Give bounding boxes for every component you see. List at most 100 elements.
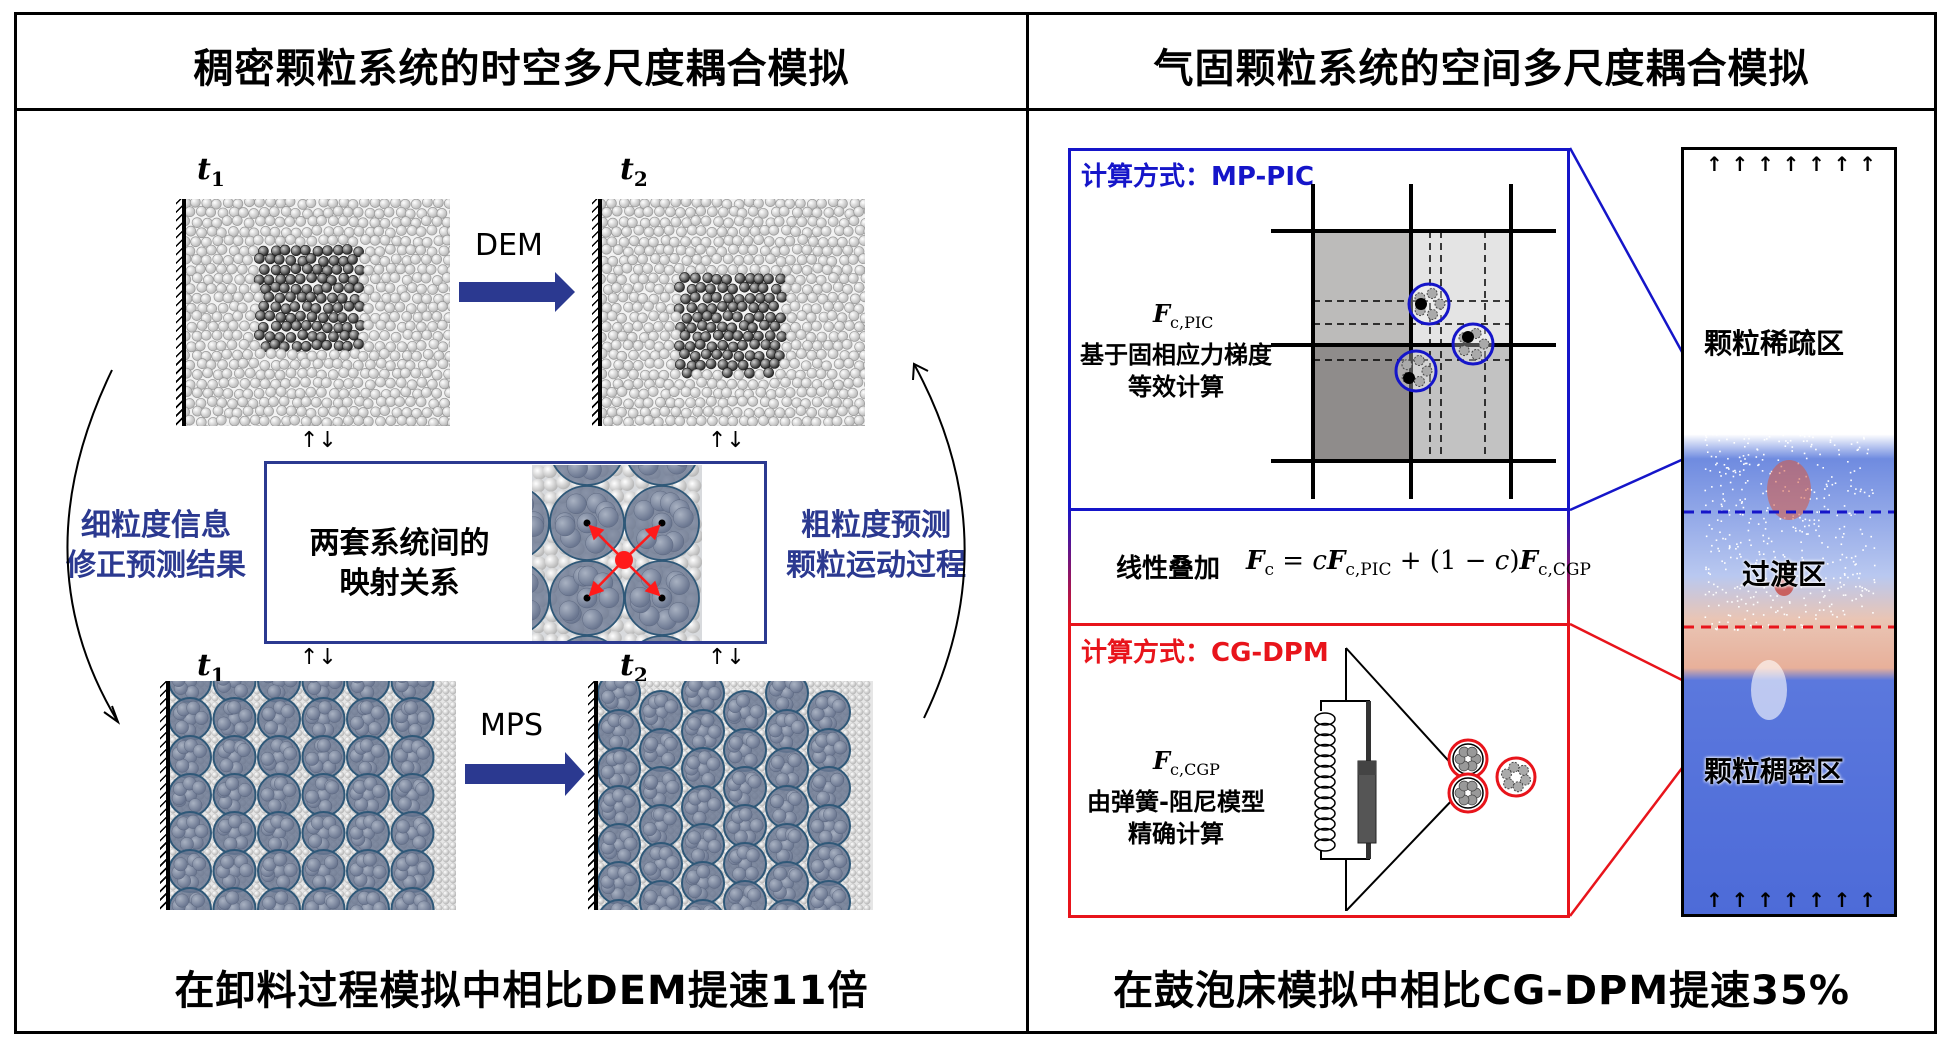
particle [249,340,261,351]
particle [385,320,396,332]
particle [186,330,191,342]
particle [425,264,437,275]
particle [668,236,680,248]
tracked-particle [290,283,302,295]
particle [422,348,434,360]
particle [226,283,237,295]
tracked-particle [285,332,297,343]
particle [321,417,333,426]
particle [252,234,264,246]
particle [623,416,634,426]
particle [755,386,767,398]
particle [363,341,375,352]
time-label-t1-top: t1 [197,152,225,191]
cgdpm-desc-line2: 精确计算 [1128,820,1224,848]
right-result: 在鼓泡床模拟中相比CG-DPM提速35% [1113,968,1850,1014]
particle [859,312,865,324]
wall-hatch [176,199,184,426]
particle [415,340,427,351]
particle [670,199,682,208]
particle [833,206,845,217]
tracked-particle [253,329,265,341]
particle [796,348,807,360]
particle [663,224,675,236]
particle [441,272,450,283]
particle [232,291,244,303]
particle [784,407,796,419]
particle [611,205,623,217]
particle [358,199,370,208]
particle [226,339,238,351]
particle [358,274,370,286]
particle [445,425,450,426]
particle [236,302,248,314]
particle [441,234,450,246]
particle [186,386,193,397]
particle [420,272,432,284]
tracked-particle [322,245,333,256]
tracked-particle [311,320,323,332]
particle [775,368,786,380]
particle [718,206,729,218]
particle [602,243,612,255]
particle [602,199,607,210]
particle [616,274,627,286]
particle [700,199,712,208]
tracked-particle [733,351,745,362]
particle [186,274,192,285]
particle [415,226,427,237]
particle [632,281,644,293]
particle [711,253,722,264]
particle [801,265,813,276]
particle [217,302,229,314]
particle [828,272,839,283]
particle [421,367,433,379]
particle [410,253,421,265]
particle [308,424,316,426]
time-label-t2-top: t2 [620,152,648,191]
particle [264,368,276,380]
tracked-particle [763,273,774,285]
particle [263,405,274,417]
particle [622,283,634,295]
curved-arrows [66,362,966,725]
particle [858,349,865,361]
tracked-particle [706,341,718,353]
mppic-grid-diagram [1271,184,1556,499]
bed-solid-fraction [1684,299,1894,914]
particle [221,348,233,360]
particle [747,379,759,391]
particle [212,253,224,265]
particle [632,301,643,313]
column-divider [1026,12,1029,1034]
particle [632,340,644,351]
particle [654,206,665,217]
blend-label: 线性叠加 [1116,554,1221,584]
particle [349,387,360,399]
particle [211,350,223,362]
wall [166,681,170,910]
particle [205,206,216,218]
tracked-particle [717,340,729,351]
particle [731,407,743,418]
particle [434,424,442,426]
zone-dilute-label: 颗粒稀疏区 [1704,327,1845,360]
particle [399,367,411,379]
exchange-arrows: ↑↓ [300,645,337,670]
particle [784,235,796,247]
particle [673,262,685,274]
particle [374,246,386,257]
tracked-particle [289,301,301,312]
particle [242,405,254,417]
particle [816,199,827,209]
particle [695,205,707,217]
tracked-particle [341,244,353,255]
particle [811,396,823,408]
particle [676,226,687,238]
particle [612,244,624,255]
particle [602,293,608,305]
particle [191,369,203,380]
particle [363,319,374,331]
tracked-particle [734,273,746,284]
tracked-particle [679,272,691,283]
